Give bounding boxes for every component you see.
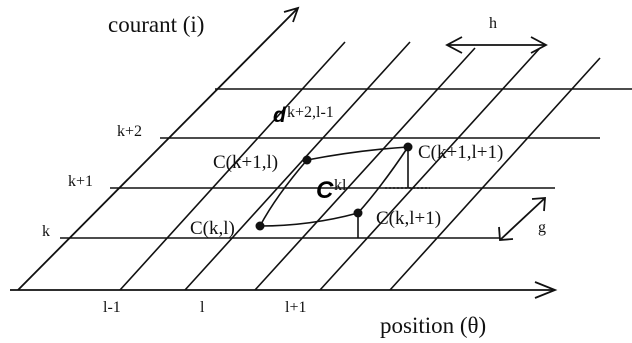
node-points (255, 142, 413, 231)
node-label-k-l: C(k,l) (190, 218, 235, 239)
node-dot-k1-l1 (403, 142, 413, 152)
cell-top-curve (306, 146, 409, 161)
row-label-k: k (42, 223, 50, 240)
diag-label-sub: k+2,l-1 (287, 104, 334, 121)
g-arrow-shaft (499, 197, 546, 241)
grid-line-col-l3 (389, 57, 601, 291)
h-arrow-right-head (530, 36, 548, 54)
cell-bottom-curve (259, 212, 359, 227)
diagonal-grid-lines (119, 41, 601, 291)
position-axis (10, 281, 558, 299)
grid-line-col-l-1 (119, 41, 346, 291)
grid-line-col-l2 (319, 47, 541, 291)
grid-line-col-l (184, 41, 411, 291)
cell-label: C kl (316, 177, 347, 204)
h-arrow-left-head (445, 36, 463, 54)
cell-surface (259, 146, 430, 238)
cell-label-sub: kl (334, 177, 347, 194)
node-label-k-l1: C(k,l+1) (376, 208, 441, 229)
courant-axis (17, 6, 300, 291)
h-label: h (489, 15, 497, 32)
node-dot-k-l1 (353, 208, 363, 218)
h-step-arrow (445, 36, 548, 54)
node-label-k1-l: C(k+1,l) (213, 152, 278, 173)
node-label-k1-l1: C(k+1,l+1) (418, 142, 503, 163)
g-arrow-upper-head (531, 197, 546, 212)
cell-right-curve (357, 146, 409, 214)
courant-axis-arrowhead (283, 6, 300, 23)
column-label-l1: l+1 (285, 299, 306, 316)
column-label-l-1: l-1 (103, 299, 121, 316)
cell-left-curve (259, 159, 308, 227)
courant-axis-line (17, 7, 299, 291)
row-label-k1: k+1 (68, 173, 93, 190)
position-axis-arrowhead (534, 281, 558, 299)
column-label-l: l (200, 299, 205, 316)
g-step-arrow (498, 197, 546, 241)
g-label: g (538, 219, 546, 236)
diag-label-main: d (273, 104, 287, 127)
g-arrow-lower-head (498, 226, 514, 241)
cell-label-main: C (316, 177, 334, 204)
courant-axis-label: courant (i) (108, 12, 204, 37)
position-axis-label: position (θ) (380, 313, 486, 338)
diag-label: d k+2,l-1 (273, 104, 334, 127)
row-label-k2: k+2 (117, 123, 142, 140)
node-dot-k-l (255, 221, 265, 231)
node-dot-k1-l (302, 155, 312, 165)
grid-line-col-l1 (254, 47, 476, 291)
